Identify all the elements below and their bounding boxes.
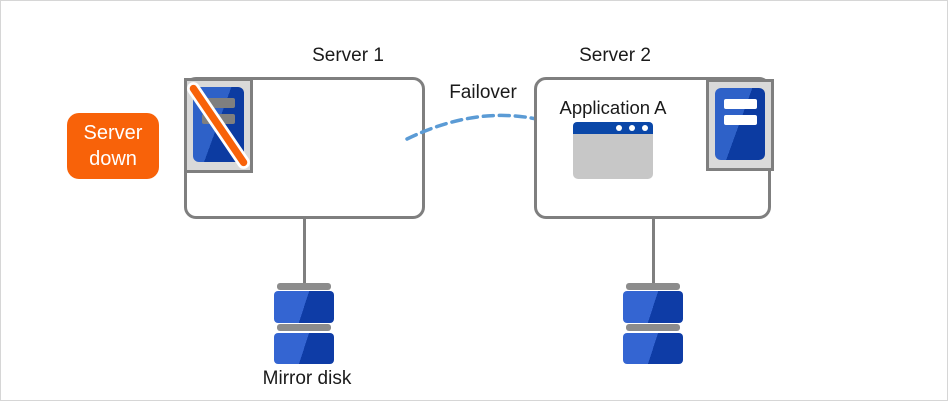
- mirror-disk-icon: [623, 283, 683, 366]
- connector-line: [303, 218, 306, 284]
- window-dot-icon: [629, 125, 635, 131]
- disk-cap: [626, 324, 680, 331]
- server-chassis: [715, 88, 765, 160]
- server2-label: Server 2: [579, 45, 651, 66]
- window-dot-icon: [616, 125, 622, 131]
- app-window-titlebar: [573, 122, 653, 134]
- disk-platter: [274, 333, 334, 364]
- server-bar: [724, 115, 757, 125]
- application-label: Application A: [559, 97, 667, 118]
- badge-line-1: Server: [83, 122, 143, 144]
- server-bar: [724, 99, 757, 109]
- server-down-icon: [184, 78, 253, 173]
- failover-label: Failover: [449, 82, 517, 103]
- server-down-badge: Server down: [67, 113, 159, 179]
- disk-platter: [623, 291, 683, 323]
- disk-platter: [623, 333, 683, 364]
- diagonal-slash-icon: [187, 82, 250, 169]
- disk-cap: [277, 283, 331, 290]
- app-window-icon: [573, 122, 653, 179]
- server-bar: [202, 98, 235, 108]
- mirror-disk-label: Mirror disk: [262, 368, 352, 389]
- connector-line: [652, 218, 655, 284]
- mirror-disk-icon: [274, 283, 334, 366]
- badge-line-2: down: [89, 148, 137, 170]
- disk-cap: [277, 324, 331, 331]
- server1-label: Server 1: [312, 45, 384, 66]
- app-window-body: [573, 134, 653, 179]
- disk-cap: [626, 283, 680, 290]
- server-icon: [706, 79, 774, 171]
- window-dot-icon: [642, 125, 648, 131]
- disk-platter: [274, 291, 334, 323]
